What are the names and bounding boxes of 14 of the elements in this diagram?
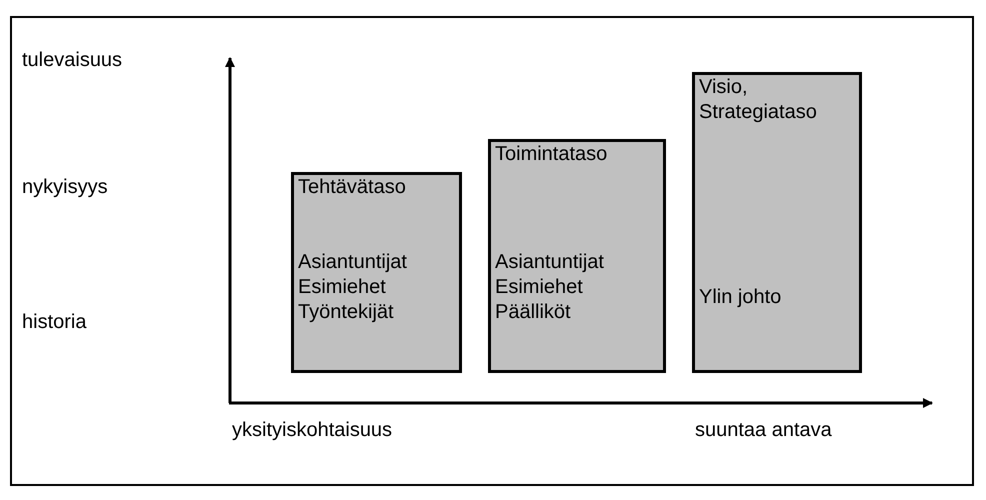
axis-label: historia xyxy=(22,310,86,334)
role-list: Asiantuntijat Esimiehet Päälliköt xyxy=(495,250,659,325)
level-box xyxy=(291,172,462,373)
level-box xyxy=(692,72,862,373)
level-heading: Visio, Strategiataso xyxy=(699,75,818,125)
level-heading: Tehtävätaso xyxy=(298,175,407,200)
axis-label: yksityiskohtaisuus xyxy=(232,418,392,442)
level-box xyxy=(488,139,666,373)
role-list: Ylin johto xyxy=(699,285,855,310)
axis-label: tulevaisuus xyxy=(22,48,122,72)
axis-label: nykyisyys xyxy=(22,175,108,199)
axis-label: suuntaa antava xyxy=(695,418,832,442)
role-list: Asiantuntijat Esimiehet Työntekijät xyxy=(298,250,455,325)
level-heading: Toimintataso xyxy=(495,142,608,167)
